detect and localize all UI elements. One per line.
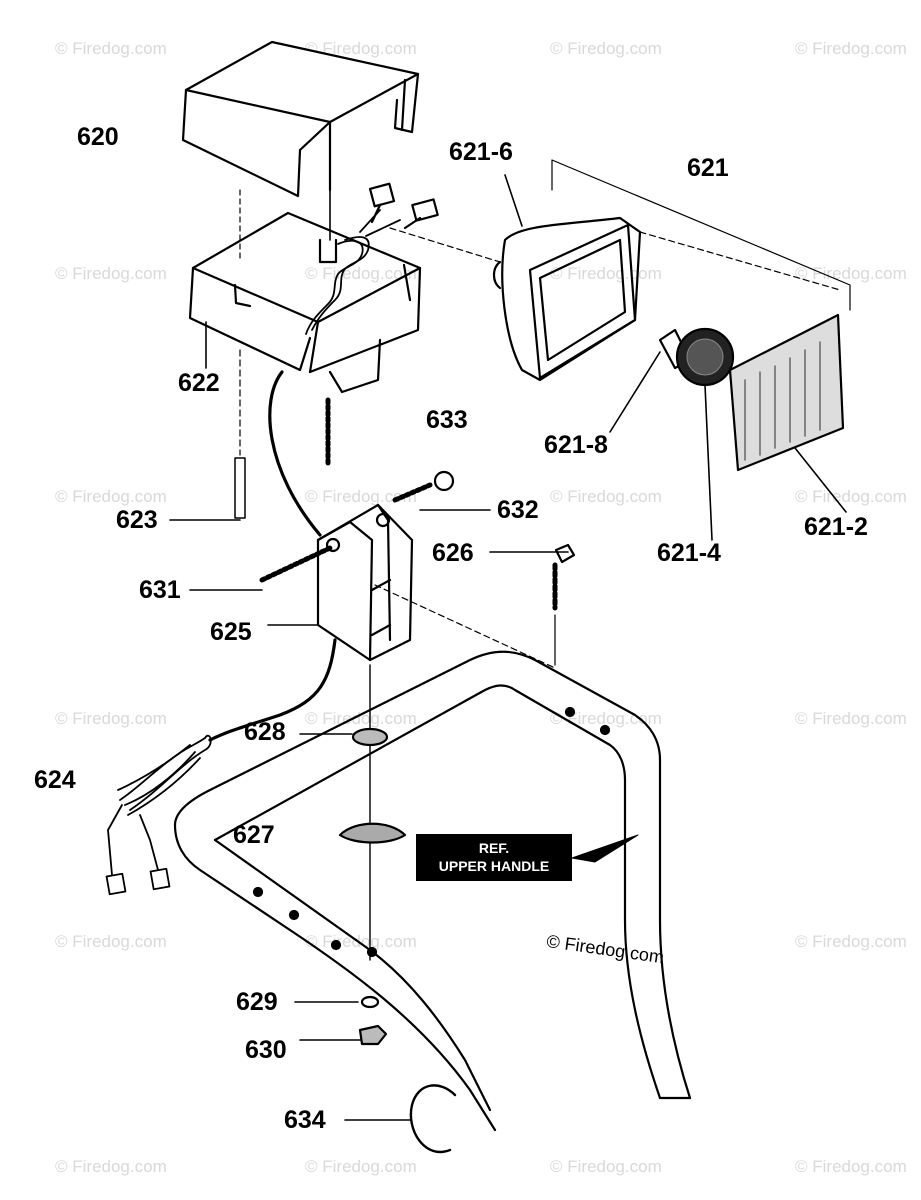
watermark: © Firedog.com	[55, 709, 167, 728]
label-621-8: 621-8	[544, 431, 608, 459]
housing-part-622	[188, 211, 422, 394]
watermark: © Firedog.com	[795, 264, 907, 283]
lens-part-621-2	[728, 313, 845, 472]
coil-cord-part-624	[105, 734, 212, 896]
watermark: © Firedog.com	[795, 932, 907, 951]
watermark: © Firedog.com	[55, 1157, 167, 1176]
callout-line2: UPPER HANDLE	[438, 858, 550, 874]
watermark: © Firedog.com	[795, 709, 907, 728]
watermark: © Firedog.com	[305, 39, 417, 58]
label-621-2: 621-2	[804, 513, 868, 541]
watermark: © Firedog.com	[55, 39, 167, 58]
callout-line1: REF.	[478, 840, 510, 856]
watermark: © Firedog.com	[550, 487, 662, 506]
watermark: © Firedog.com	[55, 487, 167, 506]
wire-coil	[305, 209, 401, 335]
label-628: 628	[244, 718, 286, 746]
label-632: 632	[497, 496, 539, 524]
label-629: 629	[236, 988, 278, 1016]
label-627: 627	[233, 821, 275, 849]
label-624: 624	[34, 766, 76, 794]
ref-upper-handle-callout: REF. UPPER HANDLE	[416, 834, 572, 881]
watermark: © Firedog.com	[795, 487, 907, 506]
bulb-part-621-4	[658, 327, 735, 387]
bracket-part-625	[316, 503, 414, 662]
label-633: 633	[426, 406, 468, 434]
label-634: 634	[284, 1106, 326, 1134]
label-623: 623	[116, 506, 158, 534]
watermark: © Firedog.com	[795, 39, 907, 58]
label-621-6: 621-6	[449, 138, 513, 166]
label-621: 621	[687, 154, 729, 182]
label-626: 626	[432, 539, 474, 567]
watermark: © Firedog.com	[305, 264, 417, 283]
label-621-4: 621-4	[657, 539, 721, 567]
watermark: © Firedog.com	[795, 1157, 907, 1176]
watermark: © Firedog.com	[550, 1157, 662, 1176]
watermark: © Firedog.com	[550, 39, 662, 58]
watermark: © Firedog.com	[305, 1157, 417, 1176]
label-620: 620	[77, 123, 119, 151]
watermark: © Firedog.com	[55, 264, 167, 283]
cover-part-620	[181, 40, 420, 198]
watermark: © Firedog.com	[305, 487, 417, 506]
lamp-housing-part-621-6	[492, 216, 642, 382]
label-622: 622	[178, 369, 220, 397]
label-625: 625	[210, 618, 252, 646]
upper-handle	[173, 650, 692, 1132]
label-630: 630	[245, 1036, 287, 1064]
watermark: © Firedog.com	[550, 264, 662, 283]
label-631: 631	[139, 576, 181, 604]
watermark: © Firedog.com	[305, 709, 417, 728]
watermark: © Firedog.com	[55, 932, 167, 951]
